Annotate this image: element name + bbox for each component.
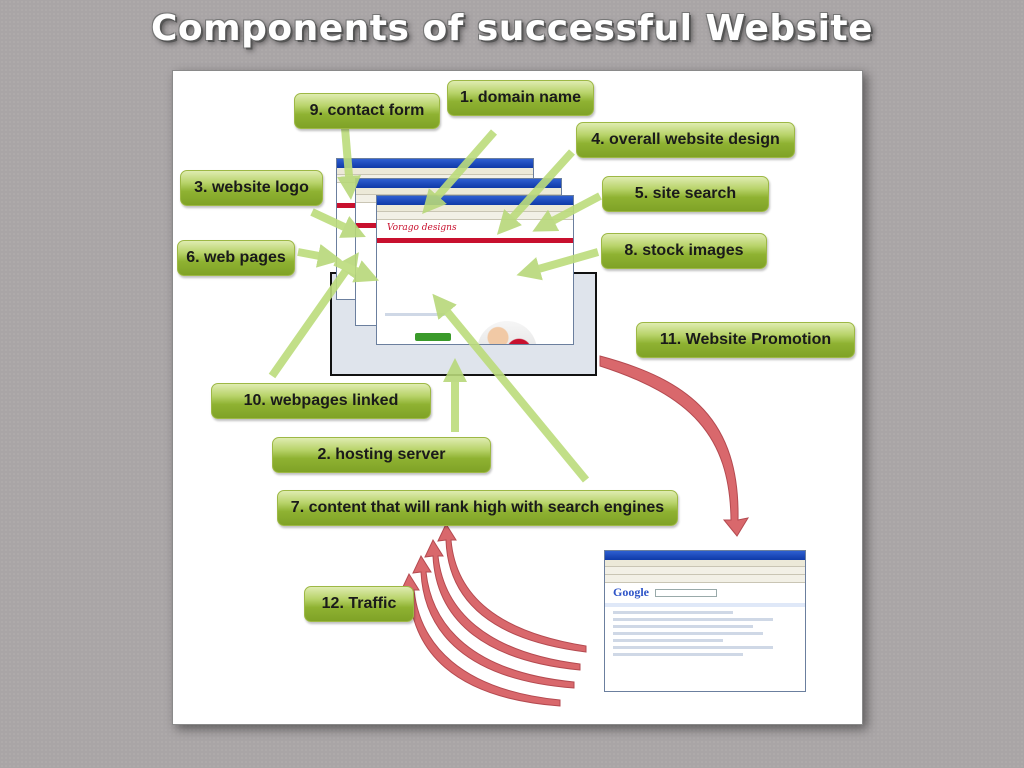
arrow-web-pages [297, 243, 342, 268]
arrow-webpages-linked [268, 252, 359, 379]
label-webpages-linked: 10. webpages linked [211, 383, 431, 419]
label-site-search: 5. site search [602, 176, 769, 212]
label-web-pages: 6. web pages [177, 240, 295, 276]
arrow-stock-images [516, 248, 600, 281]
label-content: 7. content that will rank high with sear… [277, 490, 678, 526]
label-website-logo: 3. website logo [180, 170, 323, 206]
arrow-overall-design [496, 149, 575, 235]
label-contact-form: 9. contact form [294, 93, 440, 129]
website-logo-text: Vorago designs [387, 223, 457, 233]
page-title: Components of successful Website [150, 8, 874, 49]
arrow-content [432, 293, 590, 483]
search-results-screenshot: Google [604, 550, 806, 692]
label-website-promotion: 11. Website Promotion [636, 322, 855, 358]
label-hosting-server: 2. hosting server [272, 437, 491, 473]
stock-image-graphic [477, 321, 537, 344]
arrow-webpages-linked-2 [333, 258, 380, 283]
arrow-website-logo [310, 208, 366, 238]
arrow-domain-name [422, 129, 498, 215]
arrow-contact-form [337, 127, 361, 200]
arrow-traffic-2 [424, 538, 581, 671]
label-domain-name: 1. domain name [447, 80, 594, 116]
arrow-traffic-3 [412, 554, 575, 689]
arrow-traffic-4 [400, 572, 561, 707]
label-overall-design: 4. overall website design [576, 122, 795, 158]
arrow-traffic-1 [437, 522, 587, 653]
arrow-site-search [532, 192, 602, 232]
google-logo-text: Google [613, 585, 649, 599]
order-button-graphic [415, 333, 451, 341]
label-traffic: 12. Traffic [304, 586, 414, 622]
label-stock-images: 8. stock images [601, 233, 767, 269]
arrow-promotion [599, 355, 750, 537]
